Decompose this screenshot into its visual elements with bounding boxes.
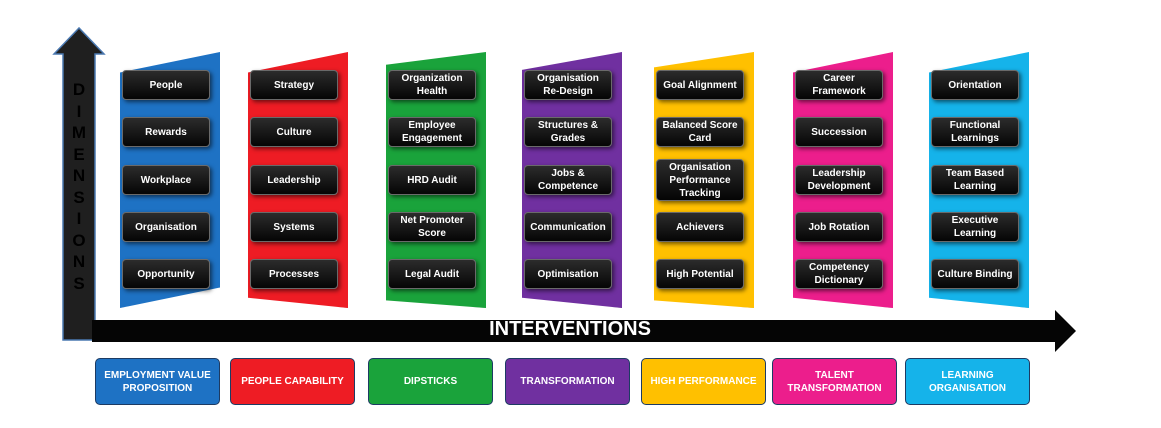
dimension-item: High Potential: [656, 259, 744, 289]
y-axis-letter: I: [76, 209, 82, 228]
dimension-item: Succession: [795, 117, 883, 147]
dimension-item: Achievers: [656, 212, 744, 242]
dimension-item: Leadership: [250, 165, 338, 195]
dimension-item: Job Rotation: [795, 212, 883, 242]
dimension-item: Competency Dictionary: [795, 259, 883, 289]
dimension-item: HRD Audit: [388, 165, 476, 195]
dimension-item: Jobs & Competence: [524, 165, 612, 195]
y-axis-letter: N: [72, 252, 86, 271]
dimension-item: Orientation: [931, 70, 1019, 100]
dimension-item: Optimisation: [524, 259, 612, 289]
dimension-item: Functional Learnings: [931, 117, 1019, 147]
dimension-item: Processes: [250, 259, 338, 289]
dimension-item: Systems: [250, 212, 338, 242]
intervention-category: EMPLOYMENT VALUE PROPOSITION: [95, 358, 220, 405]
intervention-category: LEARNING ORGANISATION: [905, 358, 1030, 405]
intervention-category: TRANSFORMATION: [505, 358, 630, 405]
dimension-item: Leadership Development: [795, 165, 883, 195]
dimension-item: Executive Learning: [931, 212, 1019, 242]
y-axis-letter: I: [76, 101, 82, 121]
y-axis-letter: O: [72, 230, 86, 250]
intervention-category: HIGH PERFORMANCE: [641, 358, 766, 405]
dimension-item: Legal Audit: [388, 259, 476, 289]
dimension-item: Communication: [524, 212, 612, 242]
dimension-item: Culture Binding: [931, 259, 1019, 289]
dimension-item: Organization Health: [388, 70, 476, 100]
x-axis-arrow: [92, 310, 1076, 352]
dimension-item: Career Framework: [795, 70, 883, 100]
intervention-category: PEOPLE CAPABILITY: [230, 358, 355, 405]
dimension-item: Net Promoter Score: [388, 212, 476, 242]
dimension-item: Goal Alignment: [656, 70, 744, 100]
y-axis-arrow: [52, 26, 106, 341]
dimension-item: Workplace: [122, 165, 210, 195]
dimension-item: Culture: [250, 117, 338, 147]
y-axis-letter: M: [71, 123, 87, 142]
dimension-item: People: [122, 70, 210, 100]
dimension-item: Organisation: [122, 212, 210, 242]
y-axis-letter: E: [73, 144, 85, 164]
intervention-category: DIPSTICKS: [368, 358, 493, 405]
dimension-item: Balanced Score Card: [656, 117, 744, 147]
dimension-item: Strategy: [250, 70, 338, 100]
y-axis-letter: N: [72, 166, 86, 185]
y-axis-letter: S: [73, 187, 85, 207]
x-axis-title: INTERVENTIONS: [489, 318, 651, 340]
y-axis-letter: S: [73, 273, 85, 293]
dimension-item: Employee Engagement: [388, 117, 476, 147]
dimension-item: Team Based Learning: [931, 165, 1019, 195]
intervention-category: TALENT TRANSFORMATION: [772, 358, 897, 405]
dimension-item: Opportunity: [122, 259, 210, 289]
dimension-item: Rewards: [122, 117, 210, 147]
dimension-item: Organisation Performance Tracking: [656, 159, 744, 201]
dimension-item: Organisation Re-Design: [524, 70, 612, 100]
dimension-item: Structures & Grades: [524, 117, 612, 147]
y-axis-letter: D: [72, 80, 86, 99]
